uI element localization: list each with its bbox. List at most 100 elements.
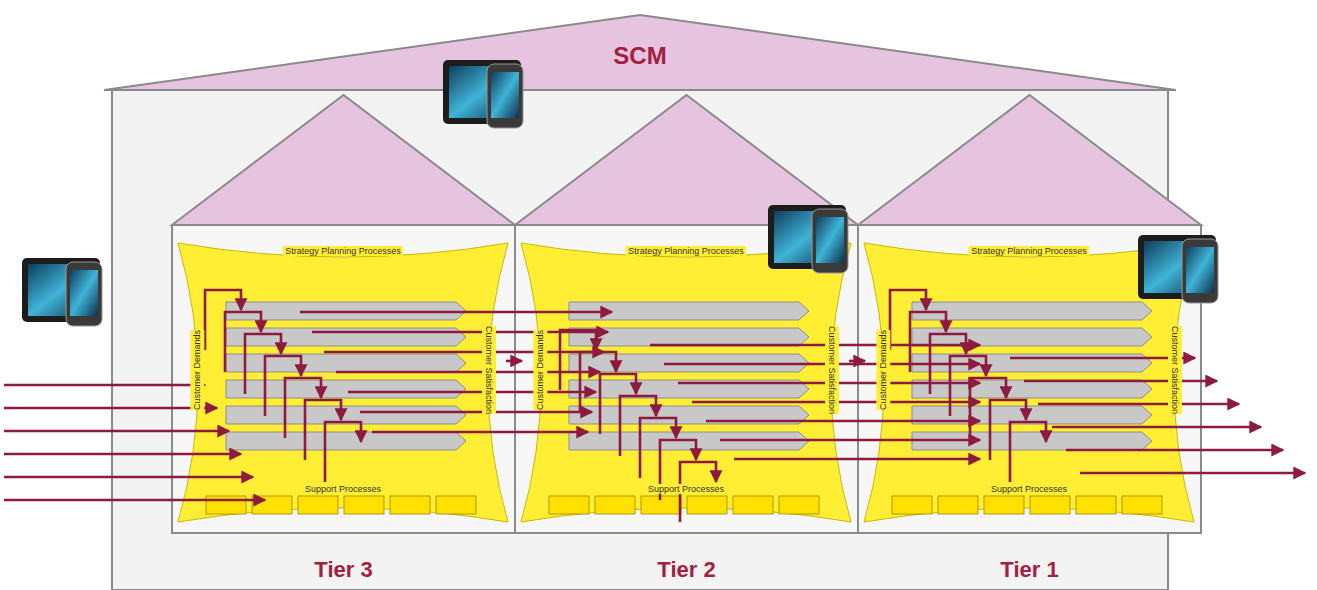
side-label: Customer Satisfaction	[825, 326, 839, 414]
flow-arrow	[305, 400, 341, 460]
process-bar	[912, 328, 1152, 346]
support-box	[344, 496, 384, 514]
side-label: Customer Demands	[876, 330, 890, 410]
process-panel: Strategy Planning ProcessesCustomer Dema…	[178, 240, 508, 528]
flow-arrow	[265, 356, 301, 416]
tier-house: Tier 3Strategy Planning ProcessesCustome…	[172, 95, 515, 585]
flow-arrow	[360, 411, 592, 414]
flow-arrow	[285, 378, 321, 438]
tier-roof	[858, 95, 1201, 225]
flow-arrow	[4, 384, 205, 387]
support-box	[779, 496, 819, 514]
flow-arrow	[560, 330, 596, 390]
flow-arrow	[324, 351, 604, 354]
process-bowtie	[178, 243, 508, 522]
flow-arrow	[336, 371, 600, 374]
flow-connector	[506, 360, 522, 363]
support-box	[298, 496, 338, 514]
flow-arrow	[734, 458, 980, 461]
support-box	[733, 496, 773, 514]
support-box	[436, 496, 476, 514]
process-bar	[912, 302, 1152, 320]
process-heading: Strategy Planning Processes	[283, 246, 403, 256]
flow-arrow	[720, 439, 980, 442]
flow-connector	[849, 360, 865, 363]
process-bar	[226, 354, 466, 372]
flow-arrow	[1024, 380, 1217, 383]
process-bar	[226, 432, 466, 450]
flow-arrow	[4, 407, 217, 410]
tier-label: Tier 3	[310, 558, 376, 582]
flow-arrow	[650, 344, 980, 347]
process-bar	[226, 380, 466, 398]
flow-arrow	[1052, 426, 1261, 429]
flow-arrow	[1066, 449, 1283, 452]
flow-arrow	[706, 420, 980, 423]
support-box	[1030, 496, 1070, 514]
flow-arrow	[1080, 472, 1305, 475]
flow-arrow	[640, 418, 676, 478]
side-label: Customer Satisfaction	[1168, 326, 1182, 414]
process-panel: Strategy Planning ProcessesCustomer Dema…	[521, 240, 851, 528]
tier-wall	[172, 225, 515, 533]
process-heading: Strategy Planning Processes	[626, 246, 746, 256]
support-box	[892, 496, 932, 514]
flow-arrow	[580, 352, 616, 412]
support-box	[1076, 496, 1116, 514]
flow-arrow	[890, 290, 926, 350]
flow-arrow	[300, 311, 612, 314]
process-heading: Support Processes	[646, 484, 726, 494]
flow-arrow	[1038, 403, 1239, 406]
flow-arrow	[312, 331, 608, 334]
flow-arrow	[4, 499, 265, 502]
tier-house: Tier 2Strategy Planning ProcessesCustome…	[515, 95, 858, 585]
flow-arrow	[4, 476, 253, 479]
flow-arrow	[348, 391, 596, 394]
flow-arrows	[4, 290, 1305, 522]
flow-arrow	[4, 430, 229, 433]
process-heading: Strategy Planning Processes	[969, 246, 1089, 256]
support-box	[595, 496, 635, 514]
panel-row: Customer Demands Customer Satisfaction	[525, 256, 847, 483]
tier-wall	[515, 225, 858, 533]
flow-arrow	[245, 334, 281, 394]
tier-label: Tier 1	[996, 558, 1062, 582]
flow-arrow	[620, 396, 656, 456]
side-label: Customer Satisfaction	[482, 326, 496, 414]
panel-row: Customer Demands Customer Satisfaction	[182, 256, 504, 483]
tablet-icon	[22, 258, 102, 326]
support-box	[687, 496, 727, 514]
side-label: Customer Demands	[190, 330, 204, 410]
flow-arrow	[225, 312, 261, 372]
support-box	[549, 496, 589, 514]
tablet-icon	[1138, 235, 1218, 303]
support-box	[390, 496, 430, 514]
flow-arrow	[205, 290, 241, 350]
flow-arrow	[4, 453, 241, 456]
scm-house: SCMTier 3Strategy Planning ProcessesCust…	[110, 15, 1170, 590]
support-box	[938, 496, 978, 514]
flow-arrow	[990, 400, 1026, 460]
process-panel: Strategy Planning ProcessesCustomer Dema…	[864, 240, 1194, 528]
tier-house: Tier 1Strategy Planning ProcessesCustome…	[858, 95, 1201, 585]
flow-arrow	[970, 378, 1006, 438]
process-heading: Support Processes	[989, 484, 1069, 494]
flow-arrow	[1010, 422, 1046, 482]
house-roof	[104, 15, 1176, 90]
house-title: SCM	[613, 43, 666, 69]
tablet-icon	[443, 60, 523, 128]
support-box	[984, 496, 1024, 514]
panel-row: Customer Demands Customer Satisfaction	[868, 256, 1190, 483]
side-label: Customer Demands	[533, 330, 547, 410]
flow-arrow	[372, 431, 588, 434]
flow-arrow	[325, 422, 361, 482]
tier-label: Tier 2	[653, 558, 719, 582]
process-heading: Support Processes	[303, 484, 383, 494]
support-box	[1122, 496, 1162, 514]
tablet-icon	[768, 205, 848, 273]
flow-arrow	[600, 374, 636, 434]
flow-arrow	[664, 363, 980, 366]
